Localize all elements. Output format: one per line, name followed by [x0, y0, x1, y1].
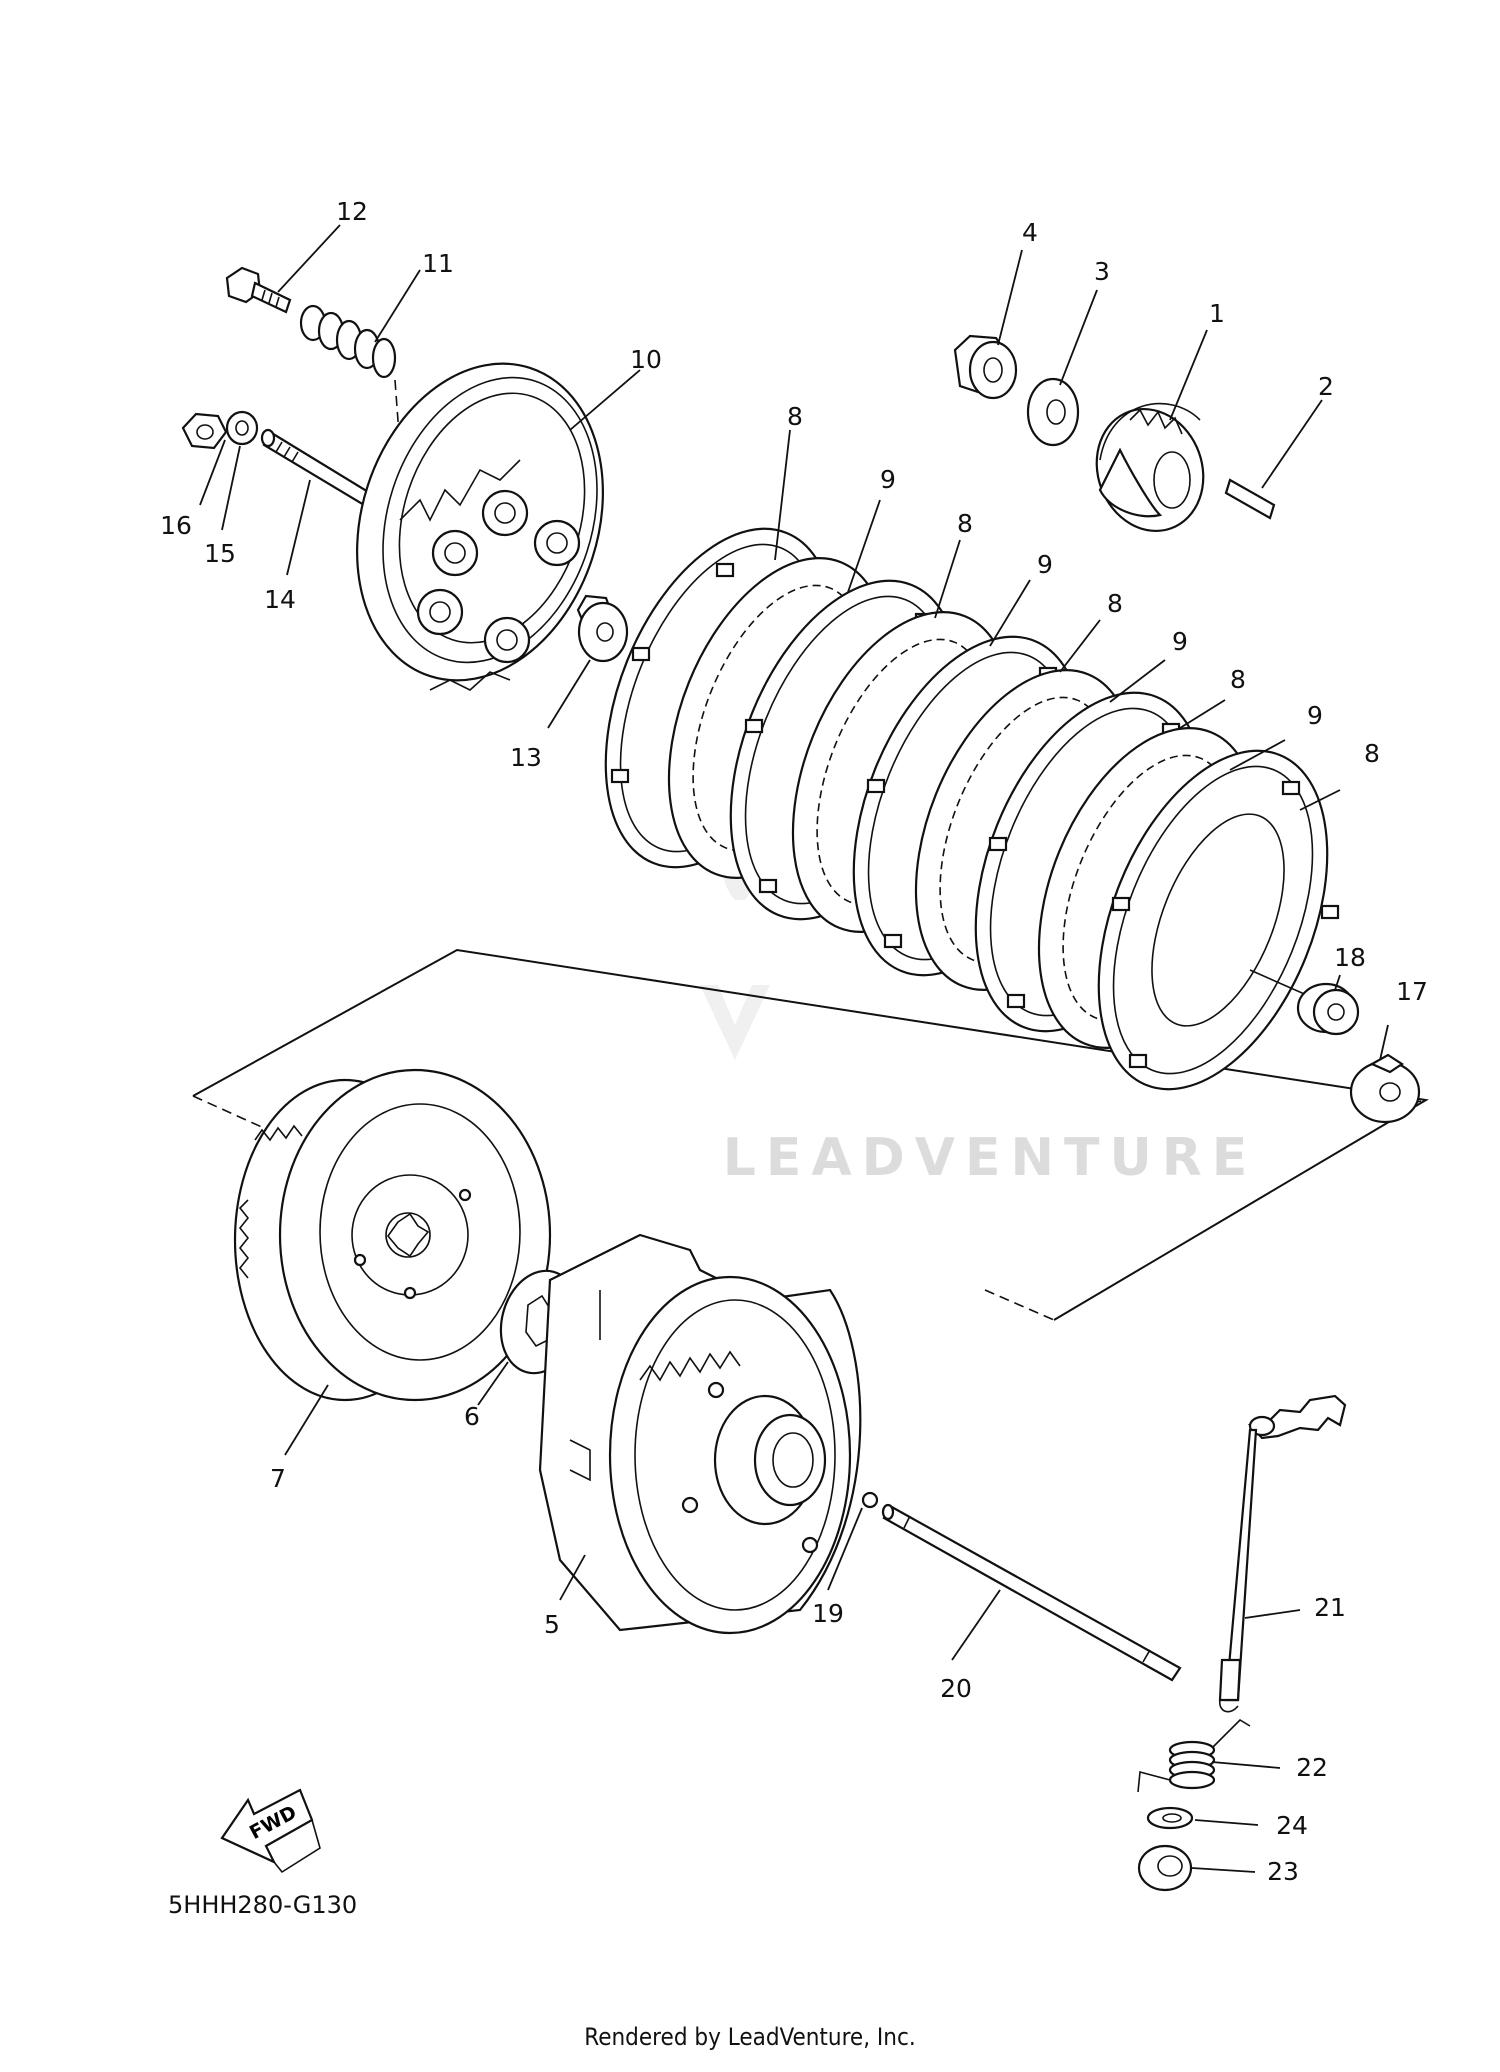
part-17-lock-washer: [1349, 1053, 1421, 1124]
part-4-nut: [953, 334, 1018, 400]
part-22-spring: [1137, 1718, 1251, 1793]
part-16-nut: [181, 412, 228, 450]
leader-lines: [199, 224, 1389, 1873]
fwd-arrow-icon: [220, 1788, 321, 1874]
part-15-washer: [225, 410, 259, 446]
callout-13: 13: [510, 743, 542, 772]
callout-17: 17: [1396, 977, 1428, 1006]
part-19-ball: [861, 1491, 879, 1509]
callout-9-d: 9: [1307, 701, 1323, 730]
part-2-key: [1224, 478, 1276, 520]
callout-12: 12: [336, 197, 368, 226]
part-23-oil-seal: [1137, 1844, 1193, 1892]
part-11-spring: [299, 304, 401, 449]
callout-8-b: 8: [957, 509, 973, 538]
callout-8-a: 8: [787, 402, 803, 431]
callout-23: 23: [1267, 1857, 1299, 1886]
callout-7: 7: [270, 1464, 286, 1493]
callout-21: 21: [1314, 1593, 1346, 1622]
callout-2: 2: [1318, 372, 1334, 401]
clutch-plate-stack: [604, 527, 1340, 1091]
callout-19: 19: [812, 1599, 844, 1628]
callout-24: 24: [1276, 1811, 1308, 1840]
callout-16: 16: [160, 511, 192, 540]
callout-9-a: 9: [880, 465, 896, 494]
diagram-code: 5HHH280-G130: [168, 1891, 357, 1919]
part-7-primary-driven-gear: [233, 1068, 552, 1402]
callout-5: 5: [544, 1610, 560, 1639]
watermark-text: LEADVENTURE: [723, 1128, 1258, 1188]
part-14-stud: [260, 428, 372, 507]
callout-labels: 12 11 10 16 15 14 13 4 3 1 2 8 9 8 9 8 9…: [160, 197, 1428, 1886]
callout-9-b: 9: [1037, 550, 1053, 579]
part-5-clutch-housing: [538, 1233, 862, 1635]
callout-14: 14: [264, 585, 296, 614]
callout-22: 22: [1296, 1753, 1328, 1782]
callout-6: 6: [464, 1402, 480, 1431]
part-20-push-rod: [881, 1503, 1182, 1682]
callout-3: 3: [1094, 257, 1110, 286]
callout-9-c: 9: [1172, 627, 1188, 656]
callout-10: 10: [630, 345, 662, 374]
part-13-push-rod-collar: [576, 594, 629, 663]
callout-8-e: 8: [1364, 739, 1380, 768]
callout-8-c: 8: [1107, 589, 1123, 618]
assembly-outline: [192, 948, 1429, 1321]
part-18-bearing: [1296, 982, 1360, 1036]
part-21-push-lever-shaft: [1218, 1394, 1347, 1713]
callout-15: 15: [204, 539, 236, 568]
callout-4: 4: [1022, 218, 1038, 247]
render-credit: Rendered by LeadVenture, Inc.: [584, 2023, 915, 2051]
part-1-gear: [1095, 402, 1205, 533]
callout-18: 18: [1334, 943, 1366, 972]
callout-8-d: 8: [1230, 665, 1246, 694]
part-12-bolt: [225, 266, 292, 314]
callout-1: 1: [1209, 299, 1225, 328]
callout-20: 20: [940, 1674, 972, 1703]
callout-11: 11: [422, 249, 454, 278]
part-3-washer: [1026, 377, 1080, 447]
part-10-pressure-plate: [356, 362, 604, 691]
part-24-washer: [1146, 1806, 1194, 1830]
